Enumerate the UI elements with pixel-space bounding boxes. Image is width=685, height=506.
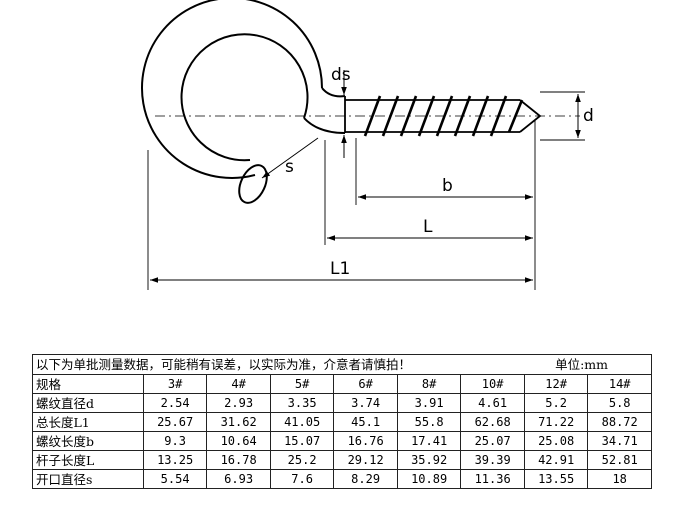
table-cell: 10.64 [206,431,271,451]
extension-lines [147,91,585,290]
table-row: 螺纹直径d 2.54 2.93 3.35 3.74 3.91 4.61 5.2 … [32,393,652,413]
spec-table: 以下为单批测量数据，可能稍有误差，以实际为准，介意者请慎拍！ 单位:mm 规格 … [32,354,652,489]
measurement-note: 以下为单批测量数据，可能稍有误差，以实际为准，介意者请慎拍！ [36,357,412,372]
table-cell: 13.55 [523,469,589,489]
size-header: 4# [206,374,271,394]
table-cell: 39.39 [460,450,525,470]
table-cell: 35.92 [396,450,462,470]
unit-label: 单位:mm [555,357,608,372]
size-header: 14# [587,374,652,394]
table-cell: 25.08 [523,431,589,451]
table-cell: 25.07 [460,431,525,451]
table-cell: 3.35 [269,393,335,413]
table-cell: 2.93 [206,393,271,413]
table-cell: 15.07 [269,431,335,451]
table-cell: 6.93 [206,469,271,489]
table-cell: 25.2 [269,450,335,470]
table-cell: 17.41 [396,431,462,451]
note-row: 以下为单批测量数据，可能稍有误差，以实际为准，介意者请慎拍！ 单位:mm [32,354,652,375]
table-cell: 3.74 [333,393,398,413]
table-cell: 16.78 [206,450,271,470]
table-cell: 52.81 [587,450,652,470]
screw-hook-dimension-drawing: ds d s b L L1 [141,0,594,290]
label-ds: ds [331,65,351,85]
table-cell: 2.54 [142,393,208,413]
dim-s [261,137,319,179]
table-cell: 11.36 [460,469,525,489]
table-cell: 3.91 [396,393,462,413]
table-cell: 31.62 [206,412,271,432]
dimension-lines [150,70,581,283]
table-cell: 9.3 [142,431,208,451]
label-d: d [583,106,594,126]
table-cell: 34.71 [587,431,652,451]
label-L1: L1 [330,259,350,279]
table-cell: 4.61 [460,393,525,413]
header-row: 规格 3# 4# 5# 6# 8# 10# 12# 14# [32,374,652,394]
row-label: 开口直径s [32,469,144,489]
hook-outline [141,0,346,204]
table-cell: 71.22 [523,412,589,432]
size-header: 5# [269,374,335,394]
table-cell: 25.67 [142,412,208,432]
table-cell: 16.76 [333,431,398,451]
label-b: b [442,176,453,196]
table-cell: 88.72 [587,412,652,432]
table-cell: 5.8 [587,393,652,413]
table-cell: 18 [587,469,652,489]
table-cell: 7.6 [269,469,335,489]
table-row: 杆子长度L 13.25 16.78 25.2 29.12 35.92 39.39… [32,450,652,470]
table-cell: 41.05 [269,412,335,432]
label-L: L [423,217,433,237]
row-label: 总长度L1 [32,412,144,432]
table-cell: 8.29 [333,469,398,489]
size-header: 6# [333,374,398,394]
size-header: 8# [396,374,462,394]
table-cell: 55.8 [396,412,462,432]
size-header: 3# [142,374,208,394]
table-row: 总长度L1 25.67 31.62 41.05 45.1 55.8 62.68 … [32,412,652,432]
size-header: 10# [460,374,525,394]
size-header: 12# [523,374,589,394]
table-cell: 42.91 [523,450,589,470]
table-cell: 29.12 [333,450,398,470]
table-cell: 13.25 [142,450,208,470]
row-label: 螺纹长度b [32,431,144,451]
table-row: 开口直径s 5.54 6.93 7.6 8.29 10.89 11.36 13.… [32,469,652,489]
table-cell: 5.2 [523,393,589,413]
table-row: 螺纹长度b 9.3 10.64 15.07 16.76 17.41 25.07 … [32,431,652,451]
row-label: 螺纹直径d [32,393,144,413]
table-cell: 5.54 [142,469,208,489]
table-cell: 10.89 [396,469,462,489]
label-s: s [285,157,294,177]
table-cell: 62.68 [460,412,525,432]
table-cell: 45.1 [333,412,398,432]
row-label: 杆子长度L [32,450,144,470]
header-label: 规格 [32,374,144,394]
